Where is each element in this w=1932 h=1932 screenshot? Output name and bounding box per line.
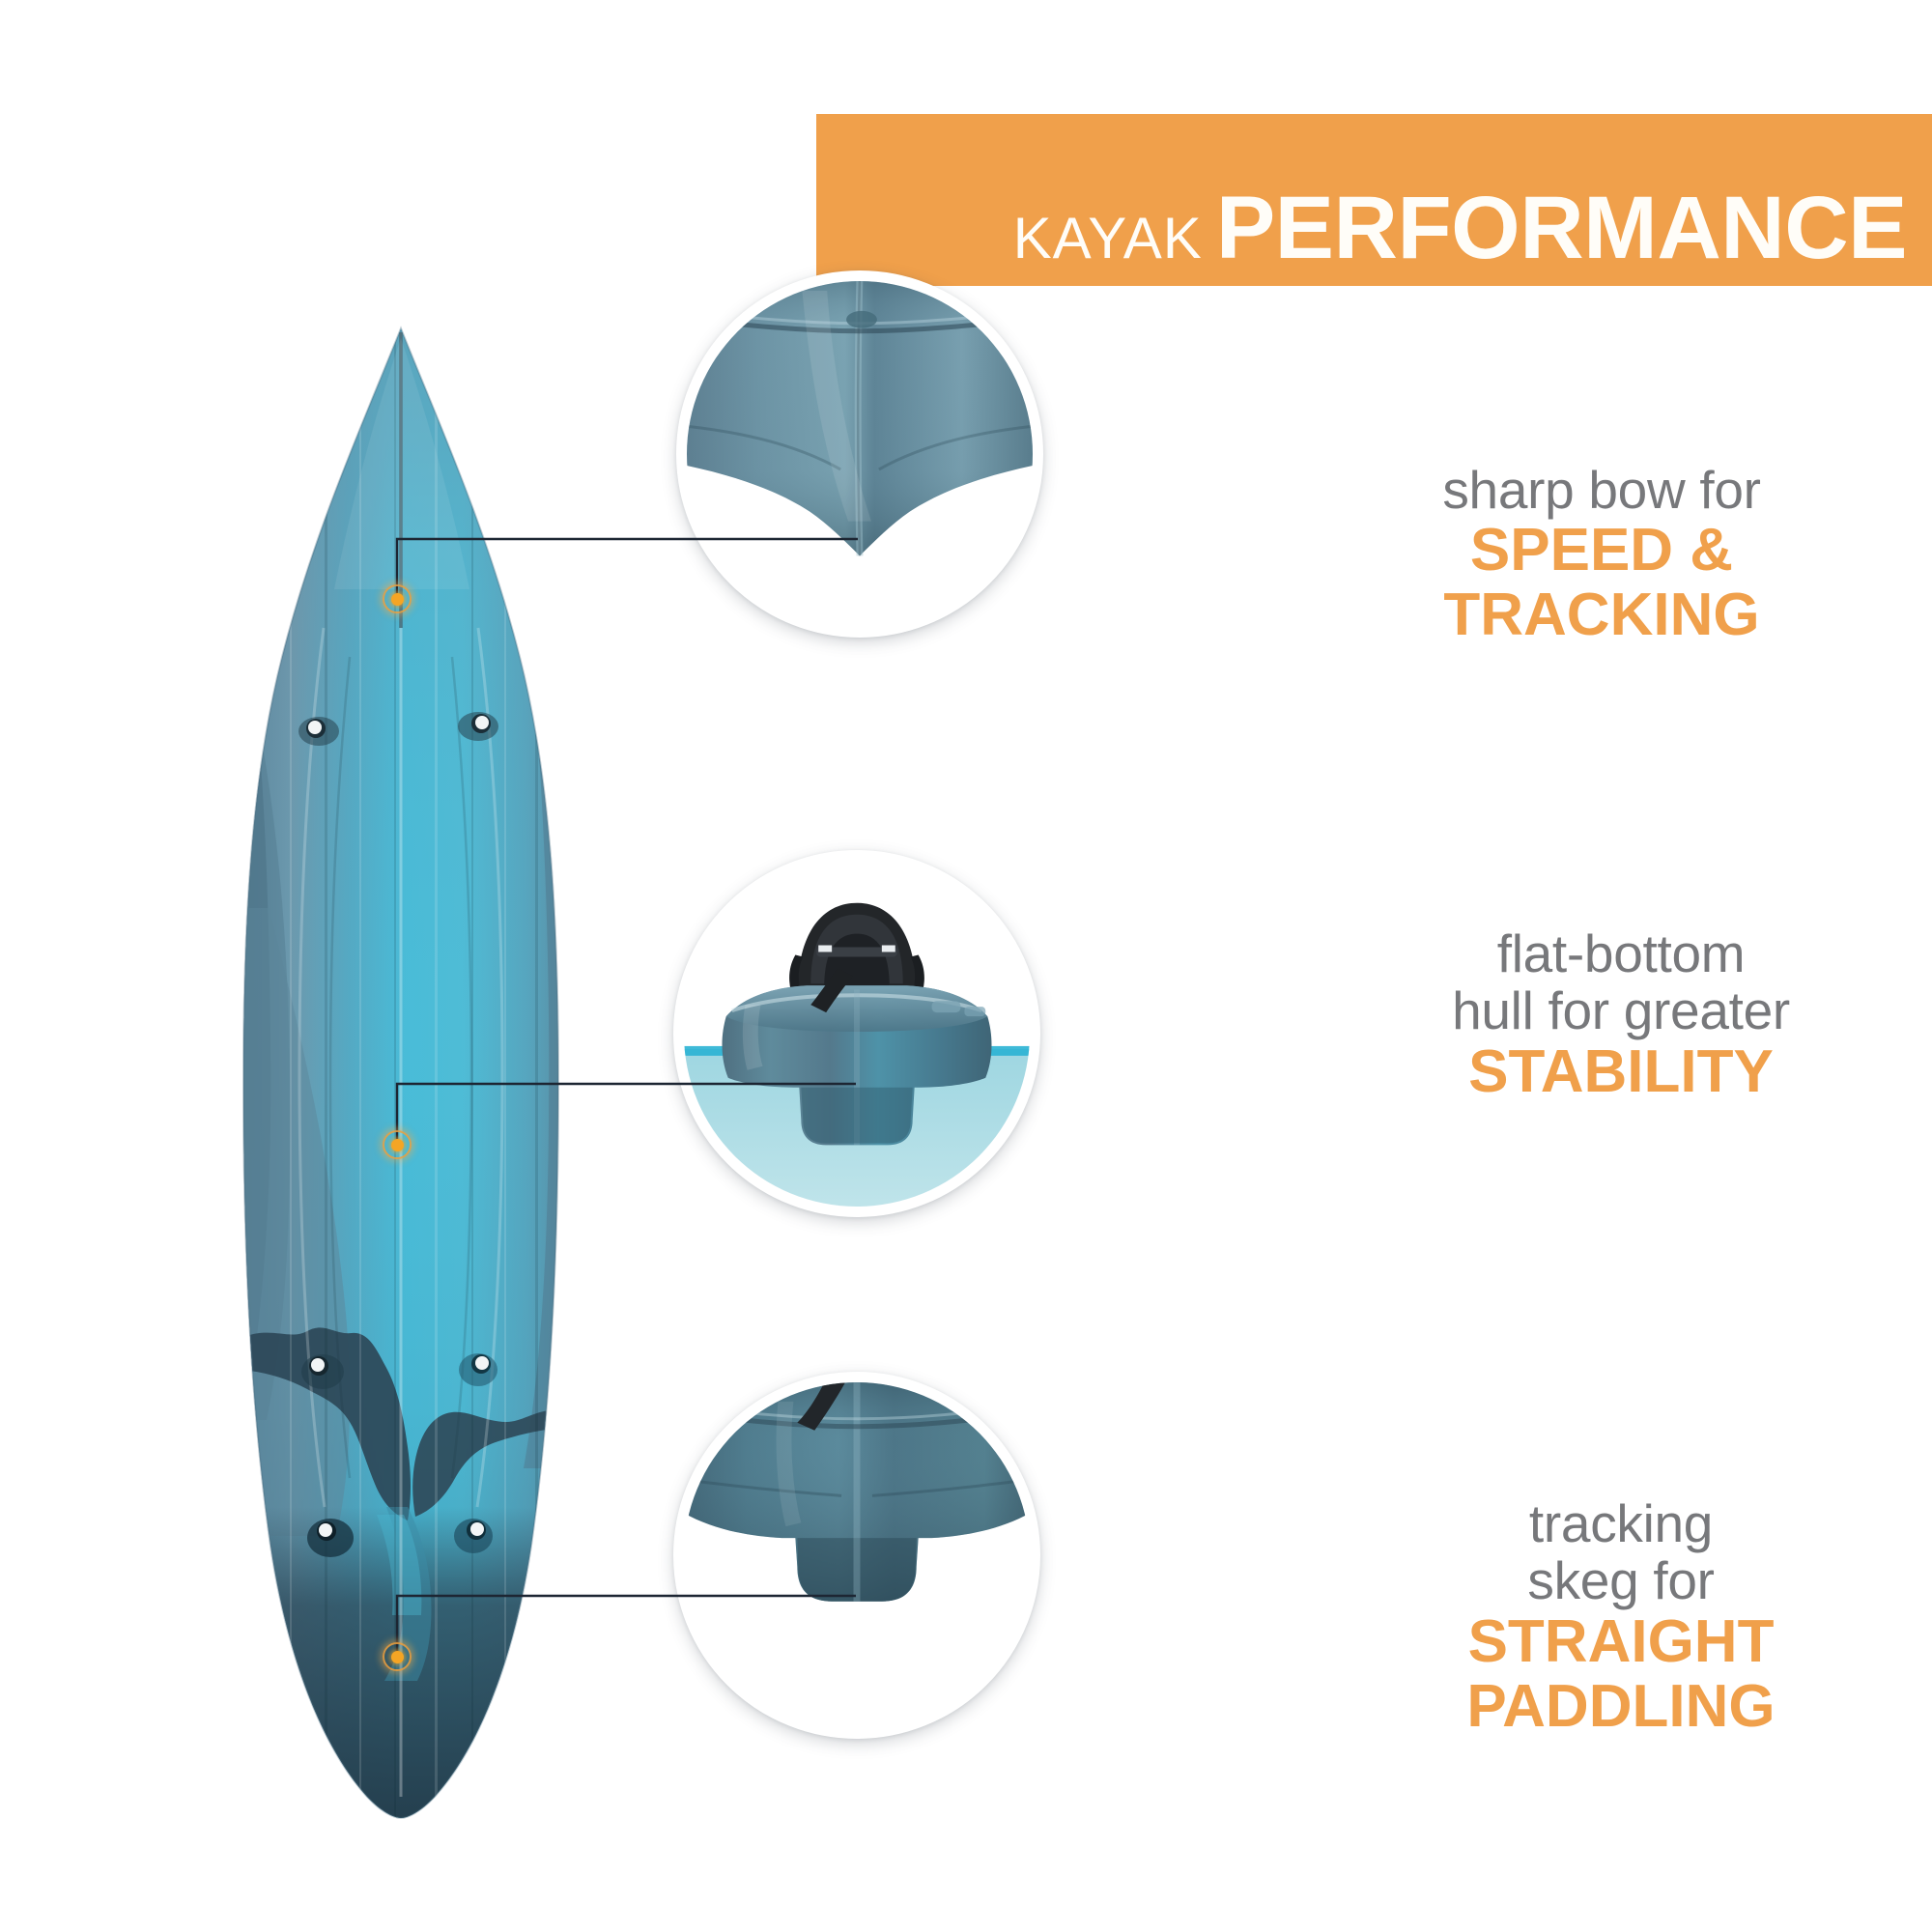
marker-hull[interactable] <box>383 1130 412 1159</box>
marker-bow[interactable] <box>383 584 412 613</box>
banner-prefix: KAYAK <box>1012 206 1203 270</box>
feature-lead-line: skeg for <box>1527 1550 1715 1611</box>
marker-ring <box>383 1642 412 1671</box>
feature-text-skeg: tracking skeg for STRAIGHT PADDLING <box>1350 1493 1891 1740</box>
feature-emphasis-line: SPEED & <box>1469 517 1734 584</box>
feature-lead-line: flat-bottom <box>1496 923 1746 983</box>
bow-hull-closeup-graphic <box>687 281 1033 627</box>
callout-stern-skeg-closeup[interactable] <box>673 1372 1040 1739</box>
marker-dot <box>390 1138 404 1151</box>
kayak-outline <box>242 326 560 1820</box>
feature-emphasis-line: TRACKING <box>1443 582 1760 649</box>
page-title: PERFORMANCE <box>1215 179 1908 277</box>
feature-text-bow: sharp bow for SPEED & TRACKING <box>1350 460 1853 649</box>
marker-dot <box>390 1650 404 1663</box>
feature-text-hull: flat-bottom hull for greater STABILITY <box>1350 923 1891 1105</box>
marker-ring <box>383 1130 412 1159</box>
feature-emphasis-line: STRAIGHT <box>1467 1607 1775 1675</box>
kayak-hull <box>243 328 558 1818</box>
callout-hull-cross-section-waterline[interactable] <box>673 850 1040 1217</box>
feature-lead-line: tracking <box>1528 1493 1714 1553</box>
feature-emphasis-line: STABILITY <box>1468 1037 1774 1105</box>
marker-skeg[interactable] <box>383 1642 412 1671</box>
marker-ring <box>383 584 412 613</box>
feature-lead-line: hull for greater <box>1452 980 1790 1041</box>
hull-cross-section-graphic <box>684 861 1030 1207</box>
kayak-scupper-holes <box>298 712 498 1557</box>
stern-skeg-graphic <box>684 1382 1030 1728</box>
kayak-seat <box>789 902 924 1000</box>
tracking-skeg <box>797 1538 917 1602</box>
feature-lead-line: sharp bow for <box>1442 460 1761 520</box>
marker-dot <box>390 592 404 606</box>
kayak-illustration <box>145 309 657 1835</box>
callout-bow-hull-closeup[interactable] <box>676 270 1043 638</box>
kayak-top-view-graphic <box>242 326 560 1820</box>
feature-emphasis-line: PADDLING <box>1466 1672 1776 1740</box>
